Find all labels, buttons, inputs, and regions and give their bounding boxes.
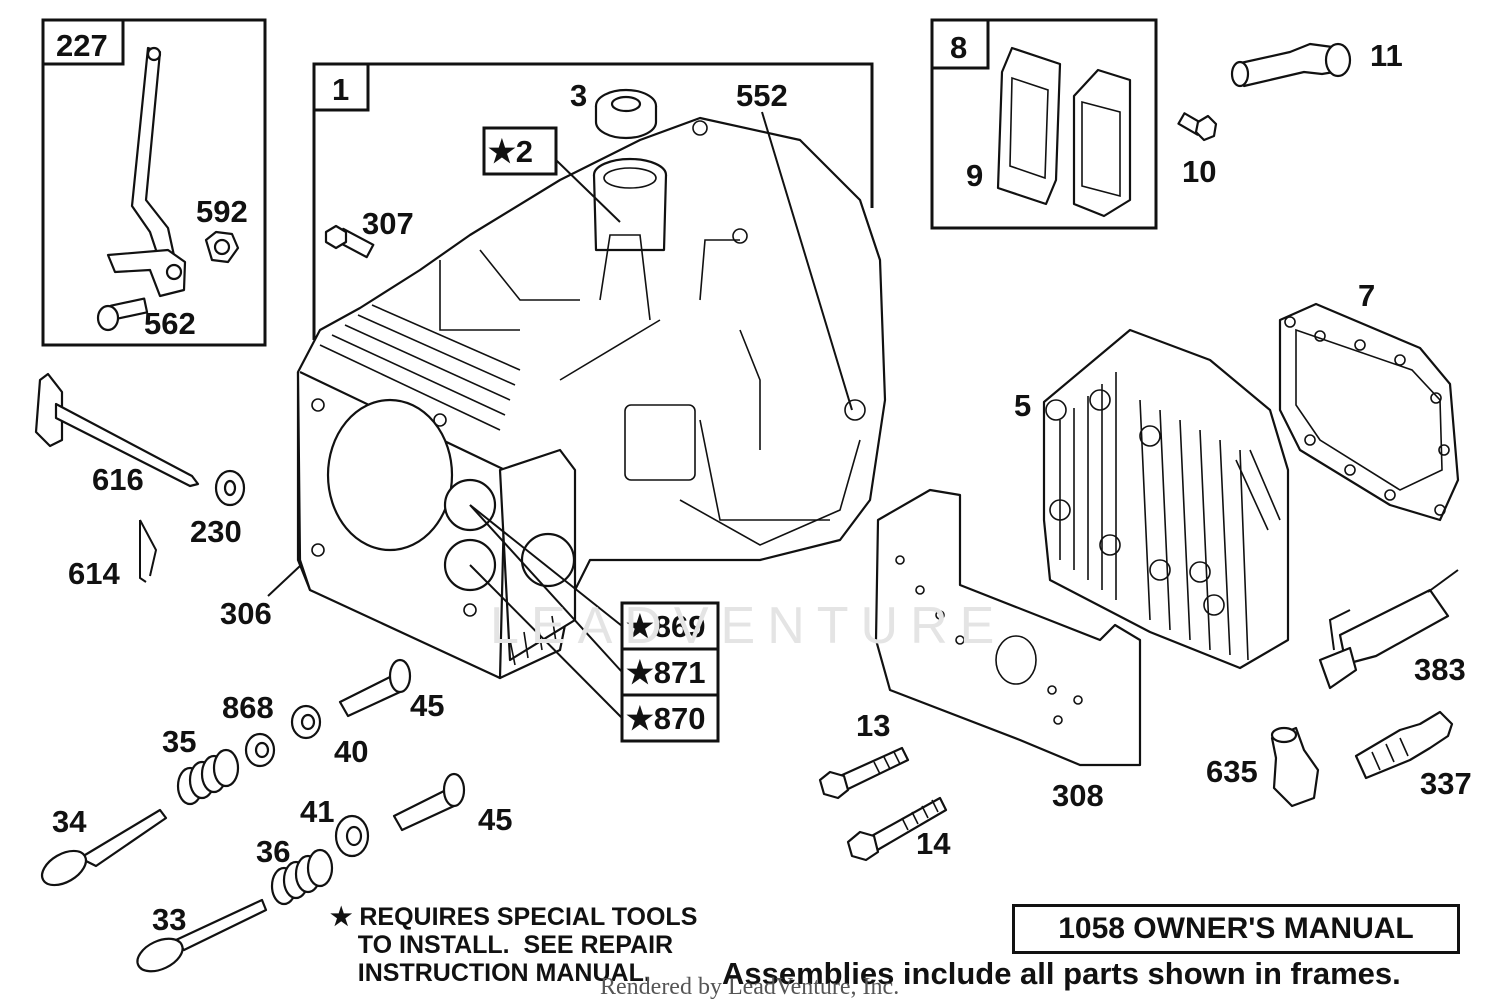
special-tools-note: ★ REQUIRES SPECIAL TOOLS TO INSTALL. SEE… bbox=[330, 903, 698, 987]
valve-guide-45-upper-part[interactable] bbox=[338, 658, 412, 718]
bolt-14-part[interactable] bbox=[846, 796, 948, 862]
breather-tube-11-part[interactable] bbox=[1230, 42, 1352, 88]
valve-33-part[interactable] bbox=[132, 898, 268, 978]
spring-35-part[interactable] bbox=[176, 748, 240, 806]
spark-plug-boot-635-part[interactable] bbox=[1270, 726, 1320, 808]
label-41: 41 bbox=[300, 794, 334, 829]
cylinder-head-5-part[interactable] bbox=[1042, 328, 1290, 670]
label-9: 9 bbox=[966, 158, 983, 193]
label-562: 562 bbox=[144, 306, 196, 341]
label-40: 40 bbox=[334, 734, 368, 769]
label-13: 13 bbox=[856, 708, 890, 743]
seal-3-part[interactable] bbox=[594, 88, 658, 140]
frame-2 bbox=[482, 126, 558, 176]
label-10: 10 bbox=[1182, 154, 1216, 189]
label-635: 635 bbox=[1206, 754, 1258, 789]
seal-41-part[interactable] bbox=[334, 814, 370, 858]
governor-lever-part[interactable] bbox=[106, 46, 187, 298]
cylinder-shroud-308-part[interactable] bbox=[874, 488, 1142, 767]
valve-34-part[interactable] bbox=[36, 808, 168, 892]
label-45-lower: 45 bbox=[478, 802, 512, 837]
label-33: 33 bbox=[152, 902, 186, 937]
label-1: 1 bbox=[332, 72, 349, 107]
frame-8 bbox=[930, 18, 1158, 230]
breather-hose-383-part[interactable] bbox=[1318, 569, 1459, 690]
frame-1 bbox=[312, 62, 874, 340]
label-868: 868 bbox=[222, 690, 274, 725]
label-8: 8 bbox=[950, 30, 967, 65]
owners-manual-box: 1058 OWNER'S MANUAL bbox=[1012, 904, 1460, 954]
label-3: 3 bbox=[570, 78, 587, 113]
label-2: ★2 bbox=[488, 134, 533, 169]
label-307: 307 bbox=[362, 206, 414, 241]
label-871: ★871 bbox=[626, 655, 706, 690]
spark-plug-337-part[interactable] bbox=[1354, 710, 1454, 780]
label-35: 35 bbox=[162, 724, 196, 759]
frame-1-tab bbox=[312, 62, 370, 112]
label-230: 230 bbox=[190, 514, 242, 549]
render-credit: Rendered by LeadVenture, Inc. bbox=[600, 974, 900, 1000]
label-592: 592 bbox=[196, 194, 248, 229]
screw-562-part[interactable] bbox=[96, 297, 149, 332]
washer-230-part[interactable] bbox=[214, 469, 246, 507]
breather-gasket-9-part[interactable] bbox=[996, 46, 1062, 206]
hairpin-clip-614-part[interactable] bbox=[139, 519, 158, 583]
cylinder-block-part[interactable] bbox=[296, 116, 887, 680]
label-7: 7 bbox=[1358, 278, 1375, 313]
label-227: 227 bbox=[56, 28, 108, 63]
watermark-text: LEADVENTURE bbox=[490, 597, 1007, 655]
head-gasket-7-part[interactable] bbox=[1278, 302, 1460, 522]
frame-8-tab bbox=[930, 18, 990, 70]
label-34: 34 bbox=[52, 804, 87, 839]
seal-40-part[interactable] bbox=[290, 704, 322, 740]
label-869: ★869 bbox=[626, 609, 706, 644]
label-552: 552 bbox=[736, 78, 788, 113]
assemblies-note: Assemblies include all parts shown in fr… bbox=[722, 956, 1401, 991]
spring-36-part[interactable] bbox=[270, 848, 334, 906]
label-383: 383 bbox=[1414, 652, 1466, 687]
label-11: 11 bbox=[1370, 38, 1403, 73]
label-614: 614 bbox=[68, 556, 120, 591]
label-14: 14 bbox=[916, 826, 951, 861]
label-36: 36 bbox=[256, 834, 290, 869]
label-5: 5 bbox=[1014, 388, 1031, 423]
breather-cover-part[interactable] bbox=[1072, 68, 1132, 218]
screw-10-part[interactable] bbox=[1177, 112, 1218, 142]
bolt-13-part[interactable] bbox=[818, 746, 910, 800]
valve-guide-45-lower-part[interactable] bbox=[392, 772, 466, 832]
label-870: ★870 bbox=[626, 701, 706, 736]
label-337: 337 bbox=[1420, 766, 1472, 801]
nut-592-part[interactable] bbox=[204, 230, 240, 264]
label-308: 308 bbox=[1052, 778, 1104, 813]
screw-307-part[interactable] bbox=[324, 224, 375, 259]
retainer-868-part[interactable] bbox=[244, 732, 276, 768]
governor-shaft-616-part[interactable] bbox=[34, 372, 200, 488]
label-306: 306 bbox=[220, 596, 272, 631]
frame-227 bbox=[41, 18, 267, 347]
frame-227-tab bbox=[41, 18, 125, 66]
label-45-upper: 45 bbox=[410, 688, 444, 723]
label-616: 616 bbox=[92, 462, 144, 497]
